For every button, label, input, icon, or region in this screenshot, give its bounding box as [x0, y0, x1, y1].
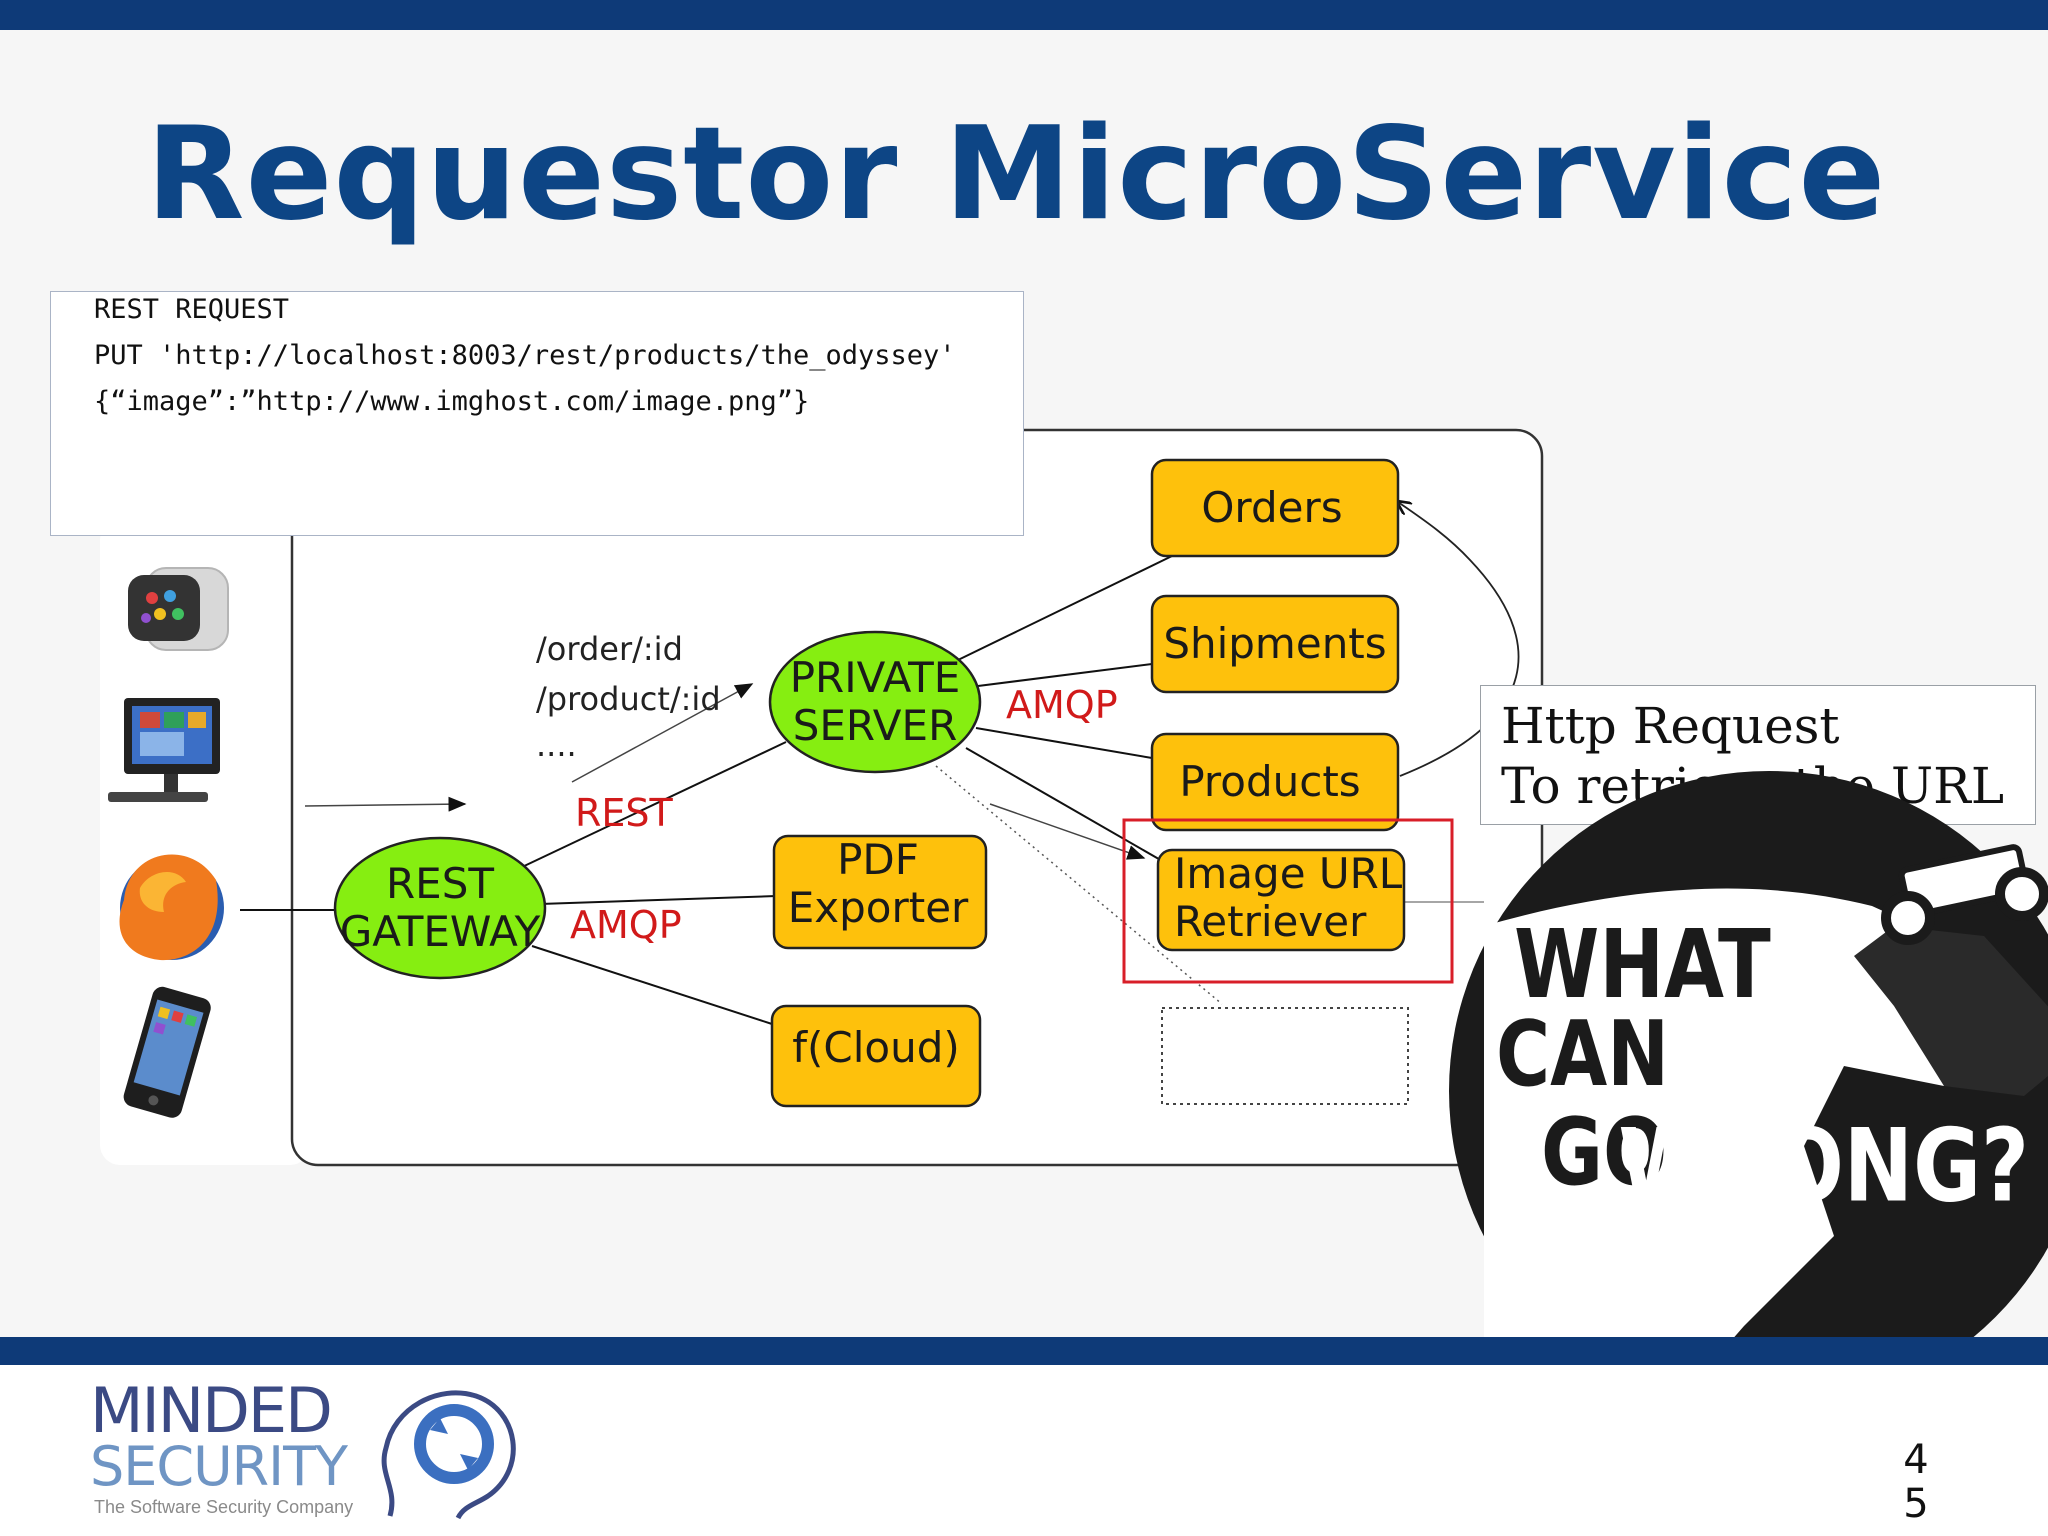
products-node: Products: [1150, 732, 1400, 832]
empty-service-placeholder: [1161, 1007, 1409, 1105]
server-shipments-line: [977, 663, 1153, 687]
incoming-arrow: [304, 796, 467, 812]
server-placeholder-dotted: [935, 765, 1223, 1005]
top-bar: [0, 0, 2048, 30]
gateway-pdf-line: [539, 895, 777, 905]
private-server-node: PRIVATE SERVER: [768, 630, 982, 774]
orders-node: Orders: [1150, 458, 1400, 558]
badge-can: CAN: [1496, 1003, 1669, 1107]
pdf-exporter-label-1: PDF: [837, 835, 919, 884]
slide-title: Requestor MicroService: [146, 100, 1887, 249]
private-server-label-2: SERVER: [793, 701, 958, 750]
page-number-digit-2: 5: [1903, 1481, 1929, 1527]
code-line-3: {“image”:”http://www.imghost.com/image.p…: [94, 386, 810, 417]
path-more: ....: [536, 726, 577, 764]
footer: [0, 1365, 2048, 1536]
bottom-bar: [0, 1337, 2048, 1365]
shipments-node: Shipments: [1150, 594, 1400, 694]
rest-gateway-node: REST GATEWAY: [333, 836, 547, 980]
code-line-2: PUT 'http://localhost:8003/rest/products…: [94, 340, 956, 371]
logo-line-1: MINDED: [90, 1374, 333, 1447]
server-orders-line: [957, 555, 1173, 661]
code-line-1: REST REQUEST: [94, 294, 290, 325]
callout-line-1: Http Request: [1501, 697, 1840, 755]
protocol-rest: REST: [575, 791, 674, 835]
gateway-server-line: [519, 741, 787, 869]
retriever-highlight: [1122, 818, 1454, 984]
path-order: /order/:id: [536, 630, 683, 668]
badge-go: GO: [1541, 1099, 1667, 1206]
orders-products-curve: [1398, 502, 1520, 777]
firefox-browser-icon: [119, 854, 224, 961]
page-number-digit-1: 4: [1903, 1437, 1929, 1483]
badge-what: WHAT: [1514, 911, 1771, 1020]
gateway-cloud-line: [531, 945, 773, 1025]
company-logo: MINDED SECURITY The Software Security Co…: [90, 1380, 530, 1520]
what-can-go-wrong-badge: WHAT CAN GO WRONG?: [1449, 771, 2048, 1406]
shipments-label: Shipments: [1163, 619, 1386, 668]
private-server-label-1: PRIVATE: [790, 653, 961, 702]
badge-wrong: WRONG?: [1618, 1106, 2029, 1224]
pdf-exporter-node: PDF Exporter: [772, 834, 988, 950]
rest-request-box: REST REQUEST PUT 'http://localhost:8003/…: [50, 291, 1024, 536]
image-url-retriever-node: Image URL Retriever: [1156, 848, 1406, 952]
products-label: Products: [1179, 757, 1360, 806]
rest-gateway-label-2: GATEWAY: [340, 907, 541, 956]
logo-tagline: The Software Security Company: [94, 1497, 354, 1517]
smartwatch-icon: [128, 567, 229, 651]
rest-gateway-label-1: REST: [386, 859, 494, 908]
f-cloud-node: f(Cloud): [770, 1004, 982, 1108]
pdf-exporter-label-2: Exporter: [788, 883, 969, 932]
server-products-line: [975, 727, 1153, 759]
logo-line-2: SECURITY: [90, 1435, 348, 1498]
rest-path-arrow: [571, 683, 754, 783]
retriever-label-1: Image URL: [1174, 849, 1403, 898]
retriever-label-2: Retriever: [1174, 897, 1367, 946]
orders-label: Orders: [1201, 483, 1342, 532]
protocol-amqp-gateway: AMQP: [570, 903, 682, 947]
page-number: 4 5: [1896, 1438, 1936, 1526]
jeep-icon: [1881, 844, 2048, 945]
desktop-computer-icon: [108, 698, 220, 802]
f-cloud-label: f(Cloud): [792, 1023, 960, 1072]
path-product: /product/:id: [536, 680, 721, 718]
server-retriever-arrow: [989, 803, 1146, 860]
smartphone-icon: [123, 986, 211, 1118]
protocol-amqp-server: AMQP: [1006, 683, 1118, 727]
server-retriever-line: [965, 747, 1165, 863]
head-profile-icon: [381, 1390, 516, 1520]
